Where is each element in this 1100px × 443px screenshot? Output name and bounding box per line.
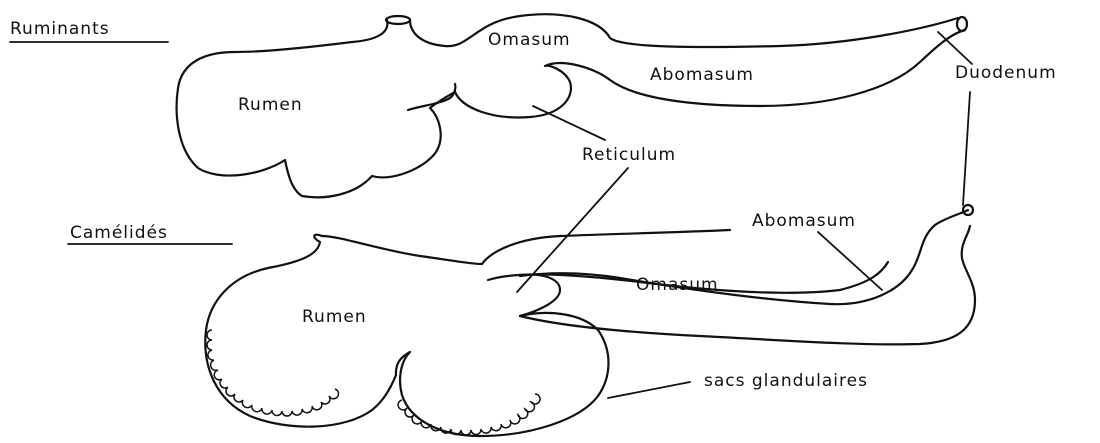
ruminant-abomasum-label: Abomasum [650,65,754,85]
glandular-sacs-label: sacs glandulaires [704,371,868,391]
camelid-abomasum-label: Abomasum [752,211,856,231]
ruminant-duodenum-opening [957,17,967,31]
camelid-upper-outline [322,230,730,264]
glandular-sacs-left [207,330,338,416]
heading-camelides: Camélidés [70,223,168,243]
ruminant-esophagus-opening [386,16,410,24]
duodenum-label: Duodenum [955,63,1057,83]
reticulum-annotation: Reticulum [517,92,970,292]
camelid-abomasum-leader [818,232,882,290]
heading-ruminants: Ruminants [10,19,110,39]
duodenum-connector-line [963,92,970,205]
camelid-omasum-label: Omasum [636,275,719,295]
glandular-sacs-leader [608,382,690,398]
reticulum-leader-ruminant [533,106,605,140]
glandular-sacs-right [398,394,540,435]
ruminant-omasum-label: Omasum [488,30,571,50]
camelid-rumen-label: Rumen [302,307,367,327]
duodenum-leader-line [938,32,972,64]
camelid-abomasum-outline [520,226,975,344]
reticulum-label: Reticulum [582,145,676,165]
ruminant-rumen-label: Rumen [238,95,303,115]
camelid-stomach: Camélidés Rumen Omasum Abomasum sacs gla… [68,205,975,436]
